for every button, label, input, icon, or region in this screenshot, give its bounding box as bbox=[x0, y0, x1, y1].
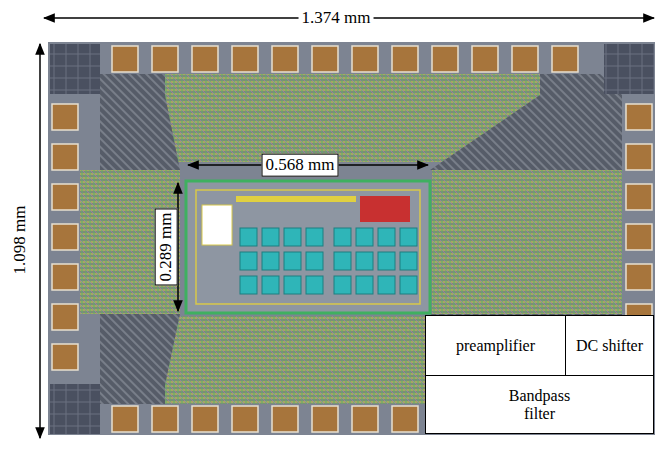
dc-shifter-block bbox=[360, 196, 410, 222]
filter-capacitor bbox=[284, 276, 301, 294]
bond-pad bbox=[192, 46, 218, 72]
bond-pad bbox=[52, 304, 78, 330]
io-cell bbox=[80, 170, 180, 314]
bond-pad bbox=[52, 104, 78, 130]
bond-pad bbox=[272, 46, 298, 72]
filter-capacitor bbox=[240, 276, 257, 294]
bond-pad bbox=[112, 406, 138, 432]
table-cell: preamplifier bbox=[425, 315, 566, 376]
bond-pad bbox=[232, 46, 258, 72]
table-cell: DC shifter bbox=[565, 315, 654, 376]
bond-pad bbox=[312, 406, 338, 432]
bond-pad bbox=[52, 184, 78, 210]
bond-pad bbox=[152, 46, 178, 72]
bond-pad bbox=[192, 406, 218, 432]
filter-capacitor bbox=[284, 252, 301, 270]
filter-capacitor bbox=[334, 228, 351, 246]
bond-pad bbox=[392, 46, 418, 72]
bond-pad bbox=[626, 264, 652, 290]
dimension-label: 0.568 mm bbox=[262, 154, 339, 177]
cell-text: Bandpass filter bbox=[495, 387, 585, 422]
bond-pad bbox=[512, 46, 538, 72]
dimension-label: 1.374 mm bbox=[299, 8, 374, 29]
filter-capacitor bbox=[306, 276, 323, 294]
filter-capacitor bbox=[306, 228, 323, 246]
dimension-label: 0.289 mm bbox=[155, 209, 178, 286]
input-block bbox=[202, 205, 232, 245]
bond-pad bbox=[432, 46, 458, 72]
filter-capacitor bbox=[356, 252, 373, 270]
bond-pad bbox=[352, 406, 378, 432]
filter-capacitor bbox=[378, 228, 395, 246]
corner-wiring bbox=[430, 74, 622, 170]
bond-pad bbox=[392, 406, 418, 432]
bond-pad bbox=[52, 344, 78, 370]
corner-block bbox=[604, 44, 654, 94]
filter-capacitor bbox=[400, 276, 417, 294]
amp-block bbox=[236, 196, 356, 202]
filter-capacitor bbox=[400, 228, 417, 246]
filter-capacitor bbox=[306, 252, 323, 270]
filter-capacitor bbox=[284, 228, 301, 246]
bond-pad bbox=[626, 144, 652, 170]
corner-block bbox=[50, 384, 100, 434]
bond-pad bbox=[312, 46, 338, 72]
bond-pad bbox=[626, 224, 652, 250]
corner-block bbox=[50, 44, 100, 94]
bond-pad bbox=[52, 224, 78, 250]
filter-capacitor bbox=[262, 228, 279, 246]
filter-capacitor bbox=[262, 276, 279, 294]
dimension-label: 1.098 mm bbox=[10, 203, 31, 278]
filter-capacitor bbox=[378, 252, 395, 270]
bond-pad bbox=[626, 104, 652, 130]
bond-pad bbox=[272, 406, 298, 432]
bond-pad bbox=[152, 406, 178, 432]
bond-pad bbox=[52, 264, 78, 290]
filter-capacitor bbox=[334, 252, 351, 270]
core-area bbox=[186, 181, 430, 313]
corner-wiring bbox=[100, 74, 180, 170]
filter-capacitor bbox=[240, 228, 257, 246]
bond-pad bbox=[112, 46, 138, 72]
bond-pad bbox=[352, 46, 378, 72]
core-ring bbox=[196, 190, 420, 304]
filter-capacitor bbox=[356, 276, 373, 294]
die bbox=[48, 42, 655, 435]
filter-capacitor bbox=[240, 252, 257, 270]
table-cell: Bandpass filter bbox=[425, 375, 654, 434]
cell-text: DC shifter bbox=[576, 337, 643, 355]
io-cell bbox=[432, 170, 622, 314]
cell-text: preamplifier bbox=[456, 337, 535, 355]
filter-capacitor bbox=[356, 228, 373, 246]
bond-pad bbox=[626, 184, 652, 210]
filter-capacitor bbox=[262, 252, 279, 270]
bond-pad bbox=[232, 406, 258, 432]
filter-capacitor bbox=[400, 252, 417, 270]
filter-capacitor bbox=[334, 276, 351, 294]
bond-pad bbox=[472, 46, 498, 72]
bond-pad bbox=[552, 46, 578, 72]
bond-pad bbox=[52, 144, 78, 170]
corner-wiring bbox=[100, 314, 180, 404]
filter-capacitor bbox=[378, 276, 395, 294]
